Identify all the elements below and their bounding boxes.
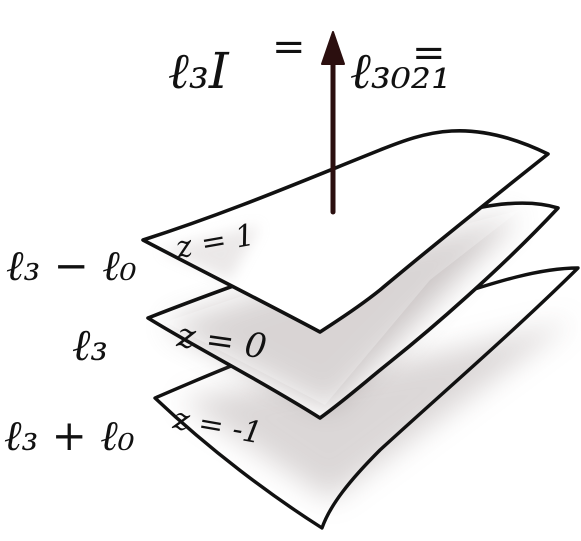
equation-left: ℓ₃I — [168, 42, 230, 100]
equation-right: ℓ₃₀₂₁ — [350, 42, 451, 100]
normal-vector-arrow — [321, 31, 345, 215]
sheet-top — [141, 129, 550, 334]
side-label-bottom: ℓ₃ + ℓ₀ — [4, 411, 135, 460]
side-label-middle: ℓ₃ — [72, 320, 108, 371]
equals-sign-1: = — [272, 24, 306, 70]
equals-sign-2: = — [412, 30, 446, 76]
sheet-top-outline — [141, 129, 550, 334]
side-label-top: ℓ₃ − ℓ₀ — [6, 241, 137, 290]
